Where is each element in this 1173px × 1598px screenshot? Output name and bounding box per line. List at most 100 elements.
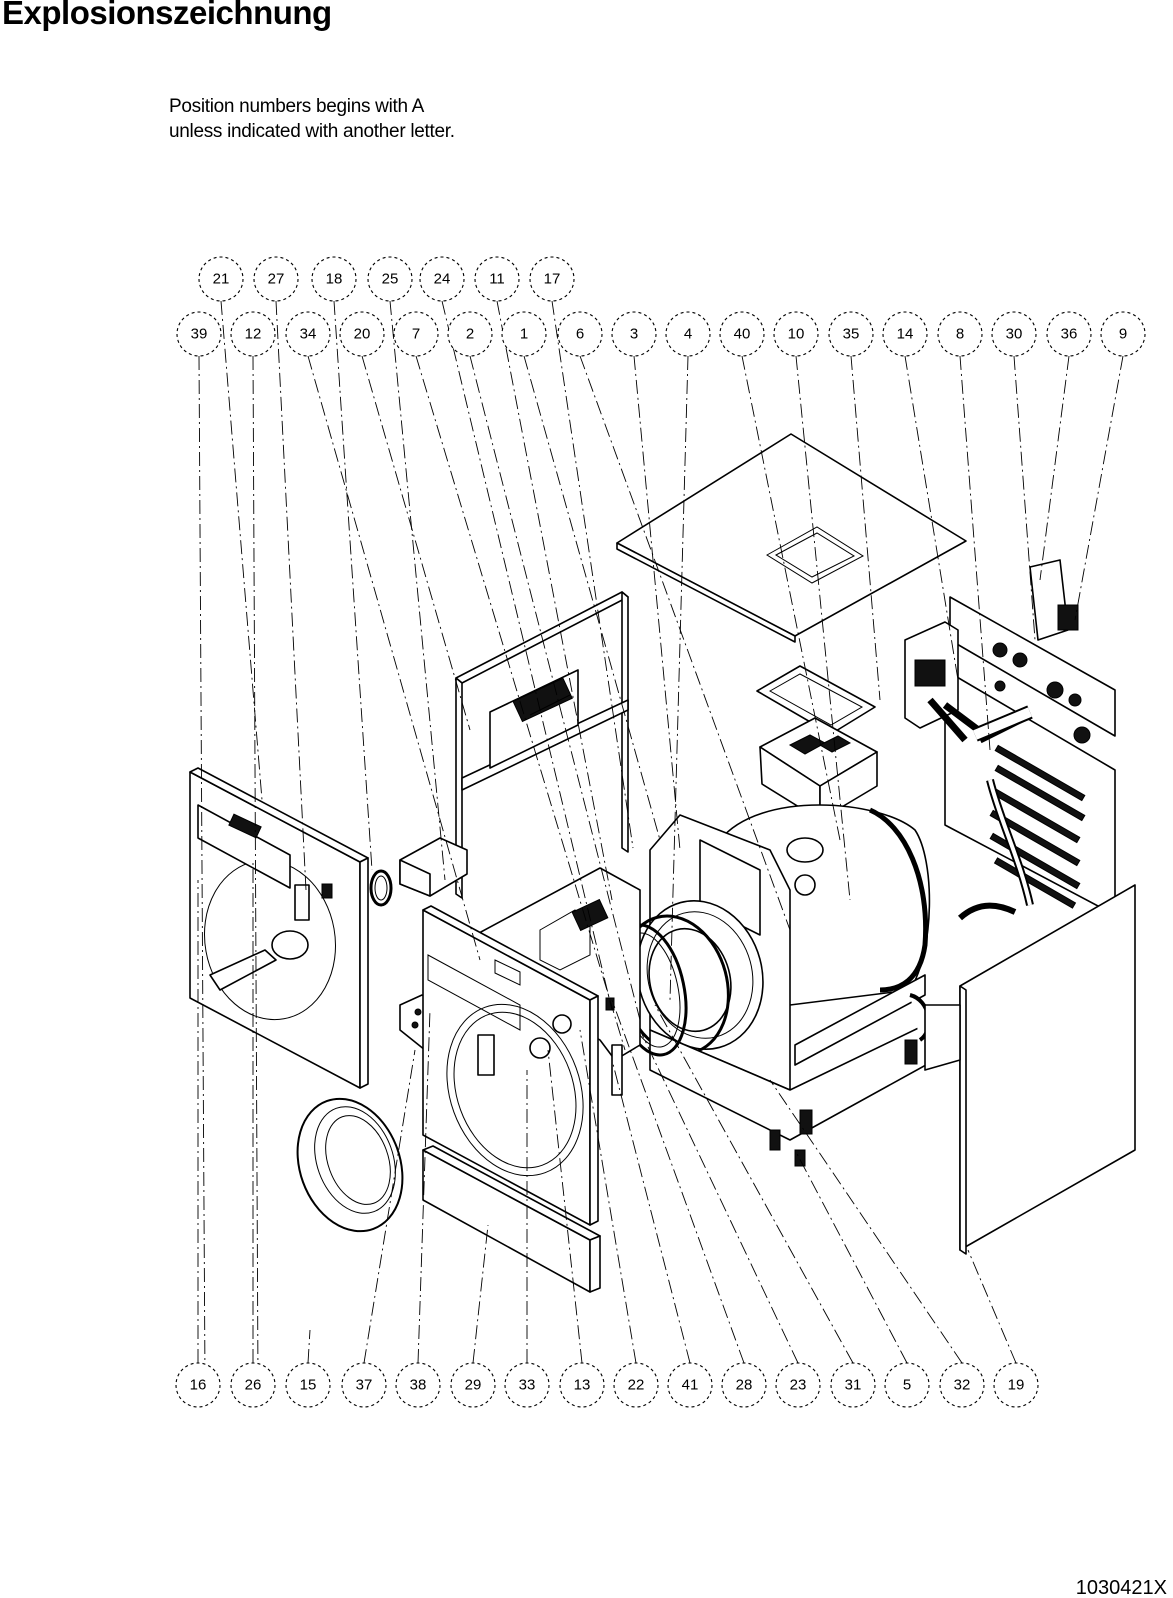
callout-label: 18 — [326, 271, 343, 288]
note-line-2: unless indicated with another letter. — [169, 121, 455, 142]
callout-circle — [501, 311, 547, 357]
leader-line-20 — [361, 355, 471, 731]
leader-line-25 — [389, 300, 446, 881]
callout-label: 38 — [410, 1377, 427, 1394]
leader-line-40 — [741, 355, 841, 841]
callout-4: 4 — [665, 311, 711, 357]
callout-19: 19 — [993, 1362, 1039, 1408]
callout-circle — [447, 311, 493, 357]
door-assembly — [296, 1097, 404, 1233]
callout-circle — [773, 311, 819, 357]
leader-line-17 — [551, 300, 634, 849]
callout-12: 12 — [230, 311, 276, 357]
leader-line-32 — [769, 1079, 963, 1364]
callout-21: 21 — [198, 256, 244, 302]
front-panel-rear-view — [189, 767, 369, 1089]
leader-line-31 — [654, 1004, 854, 1364]
leader-line-37 — [363, 1049, 416, 1364]
callout-circle — [341, 1362, 387, 1408]
callout-circle — [285, 311, 331, 357]
leader-line-14 — [904, 355, 959, 681]
note-line-1: Position numbers begins with A — [169, 96, 425, 117]
callout-label: 22 — [628, 1377, 645, 1394]
callout-circle — [474, 256, 520, 302]
leader-line-2 — [469, 355, 641, 1021]
leader-line-15 — [307, 1329, 311, 1364]
callout-5: 5 — [884, 1362, 930, 1408]
callout-circle — [665, 311, 711, 357]
callout-7: 7 — [393, 311, 439, 357]
callout-circle — [939, 1362, 985, 1408]
callout-18: 18 — [311, 256, 357, 302]
callout-label: 2 — [466, 326, 474, 343]
leader-line-5 — [794, 1149, 908, 1364]
callout-circle — [175, 1362, 221, 1408]
callout-17: 17 — [529, 256, 575, 302]
leader-line-9 — [1074, 355, 1124, 621]
machine-parts — [189, 433, 1136, 1293]
page-title: Explosionszeichnung — [2, 0, 332, 31]
leader-line-19 — [967, 1249, 1017, 1364]
callout-35: 35 — [828, 311, 874, 357]
callout-circle — [884, 1362, 930, 1408]
callout-38: 38 — [395, 1362, 441, 1408]
callout-label: 23 — [790, 1377, 807, 1394]
callout-label: 6 — [576, 326, 584, 343]
leader-lines — [197, 300, 1124, 1381]
callout-label: 12 — [245, 326, 262, 343]
callout-label: 36 — [1061, 326, 1078, 343]
leader-line-7 — [415, 355, 626, 1051]
callout-14: 14 — [882, 311, 928, 357]
callout-3: 3 — [611, 311, 657, 357]
callout-label: 13 — [574, 1377, 591, 1394]
callout-label: 28 — [736, 1377, 753, 1394]
callout-41: 41 — [667, 1362, 713, 1408]
callout-circle — [529, 256, 575, 302]
callout-circle — [937, 311, 983, 357]
callout-circle — [311, 256, 357, 302]
callout-circle — [993, 1362, 1039, 1408]
callout-circle — [882, 311, 928, 357]
callout-31: 31 — [830, 1362, 876, 1408]
callout-13: 13 — [559, 1362, 605, 1408]
leader-line-3 — [633, 355, 681, 851]
callout-2: 2 — [447, 311, 493, 357]
callout-label: 21 — [213, 271, 230, 288]
callout-label: 41 — [682, 1377, 699, 1394]
callout-label: 29 — [465, 1377, 482, 1394]
leader-line-29 — [472, 1224, 489, 1364]
leader-line-23 — [639, 1029, 799, 1364]
callout-30: 30 — [991, 311, 1037, 357]
top-cover-panel — [616, 433, 967, 643]
callout-circle — [176, 311, 222, 357]
callout-label: 8 — [956, 326, 964, 343]
callout-label: 7 — [412, 326, 420, 343]
callout-circle — [504, 1362, 550, 1408]
callout-34: 34 — [285, 311, 331, 357]
leader-line-41 — [611, 1059, 691, 1364]
leader-line-39 — [198, 355, 206, 1381]
callout-22: 22 — [613, 1362, 659, 1408]
callout-label: 40 — [734, 326, 751, 343]
callout-25: 25 — [367, 256, 413, 302]
callout-label: 39 — [191, 326, 208, 343]
leader-line-30 — [1013, 355, 1036, 641]
leader-line-34 — [307, 355, 481, 961]
callout-26: 26 — [230, 1362, 276, 1408]
callout-11: 11 — [474, 256, 520, 302]
callout-label: 17 — [544, 271, 561, 288]
callout-label: 19 — [1008, 1377, 1025, 1394]
callout-label: 27 — [268, 271, 285, 288]
leader-line-1 — [523, 355, 661, 841]
callout-circle — [285, 1362, 331, 1408]
callout-9: 9 — [1100, 311, 1146, 357]
callout-circle — [667, 1362, 713, 1408]
callout-37: 37 — [341, 1362, 387, 1408]
callout-circle — [830, 1362, 876, 1408]
callout-label: 15 — [300, 1377, 317, 1394]
leader-line-38 — [417, 1009, 431, 1364]
callout-label: 24 — [434, 271, 451, 288]
small-ring — [369, 869, 393, 907]
